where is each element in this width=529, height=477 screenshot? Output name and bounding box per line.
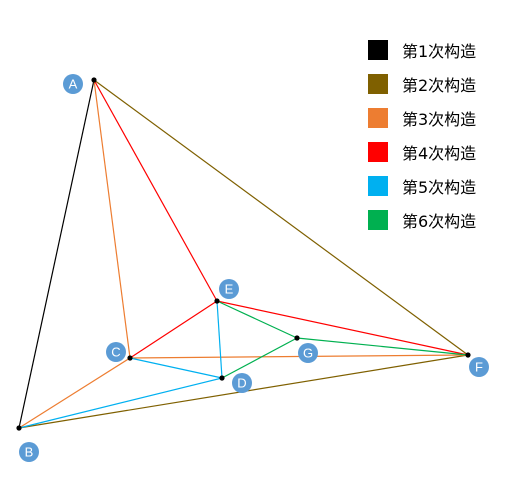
node-point-e bbox=[214, 298, 220, 304]
node-badge-circle bbox=[469, 357, 489, 377]
legend: 第1次构造第2次构造第3次构造第4次构造第5次构造第6次构造 bbox=[368, 33, 476, 237]
node-badge-f: F bbox=[469, 357, 489, 377]
legend-item-step-6: 第6次构造 bbox=[368, 203, 476, 237]
node-badge-d: D bbox=[232, 373, 252, 393]
edge-a-c bbox=[93, 79, 131, 359]
legend-label: 第1次构造 bbox=[402, 42, 477, 61]
node-badge-c: C bbox=[106, 342, 126, 362]
node-badge-a: A bbox=[63, 74, 83, 94]
legend-label: 第2次构造 bbox=[402, 76, 477, 95]
edge-c-d bbox=[129, 357, 223, 379]
legend-swatch bbox=[368, 142, 388, 162]
node-label-c: C bbox=[111, 345, 120, 360]
node-badge-circle bbox=[19, 442, 39, 462]
edge-c-e bbox=[129, 300, 218, 359]
legend-item-step-4: 第4次构造 bbox=[368, 135, 476, 169]
node-badge-e: E bbox=[219, 279, 239, 299]
edge-e-f bbox=[216, 300, 469, 356]
node-badge-circle bbox=[219, 279, 239, 299]
edge-b-c bbox=[18, 357, 131, 429]
node-label-e: E bbox=[225, 282, 234, 297]
legend-label: 第3次构造 bbox=[402, 110, 477, 129]
edge-a-e bbox=[93, 79, 218, 302]
node-point-a bbox=[91, 77, 97, 83]
node-badge-circle bbox=[298, 343, 318, 363]
node-point-b bbox=[16, 425, 22, 431]
legend-swatch bbox=[368, 74, 388, 94]
edge-b-d bbox=[18, 377, 223, 429]
edge-e-g bbox=[216, 300, 298, 339]
node-point-g bbox=[294, 335, 300, 341]
legend-item-step-3: 第3次构造 bbox=[368, 101, 476, 135]
legend-item-step-2: 第2次构造 bbox=[368, 67, 476, 101]
legend-swatch bbox=[368, 210, 388, 230]
node-point-f bbox=[465, 352, 471, 358]
legend-swatch bbox=[368, 40, 388, 60]
edge-a-b bbox=[18, 79, 95, 429]
legend-label: 第6次构造 bbox=[402, 212, 477, 231]
node-point-c bbox=[127, 355, 133, 361]
edge-a-f bbox=[93, 79, 469, 356]
legend-label: 第4次构造 bbox=[402, 144, 477, 163]
edge-e-d bbox=[216, 300, 223, 379]
node-badge-g: G bbox=[298, 343, 318, 363]
legend-item-step-5: 第5次构造 bbox=[368, 169, 476, 203]
legend-label: 第5次构造 bbox=[402, 178, 477, 197]
edge-d-g bbox=[221, 337, 298, 379]
node-badge-b: B bbox=[19, 442, 39, 462]
node-label-b: B bbox=[25, 445, 34, 460]
legend-swatch bbox=[368, 176, 388, 196]
points-layer bbox=[16, 77, 471, 431]
legend-swatch bbox=[368, 108, 388, 128]
node-point-d bbox=[219, 375, 225, 381]
node-label-d: D bbox=[237, 376, 246, 391]
badges-layer: A B C D E F G bbox=[19, 74, 489, 462]
node-badge-circle bbox=[63, 74, 83, 94]
legend-item-step-1: 第1次构造 bbox=[368, 33, 476, 67]
edge-g-f bbox=[296, 337, 469, 356]
node-badge-circle bbox=[106, 342, 126, 362]
node-label-f: F bbox=[475, 360, 483, 375]
node-label-g: G bbox=[303, 346, 313, 361]
node-badge-circle bbox=[232, 373, 252, 393]
node-label-a: A bbox=[69, 77, 78, 92]
